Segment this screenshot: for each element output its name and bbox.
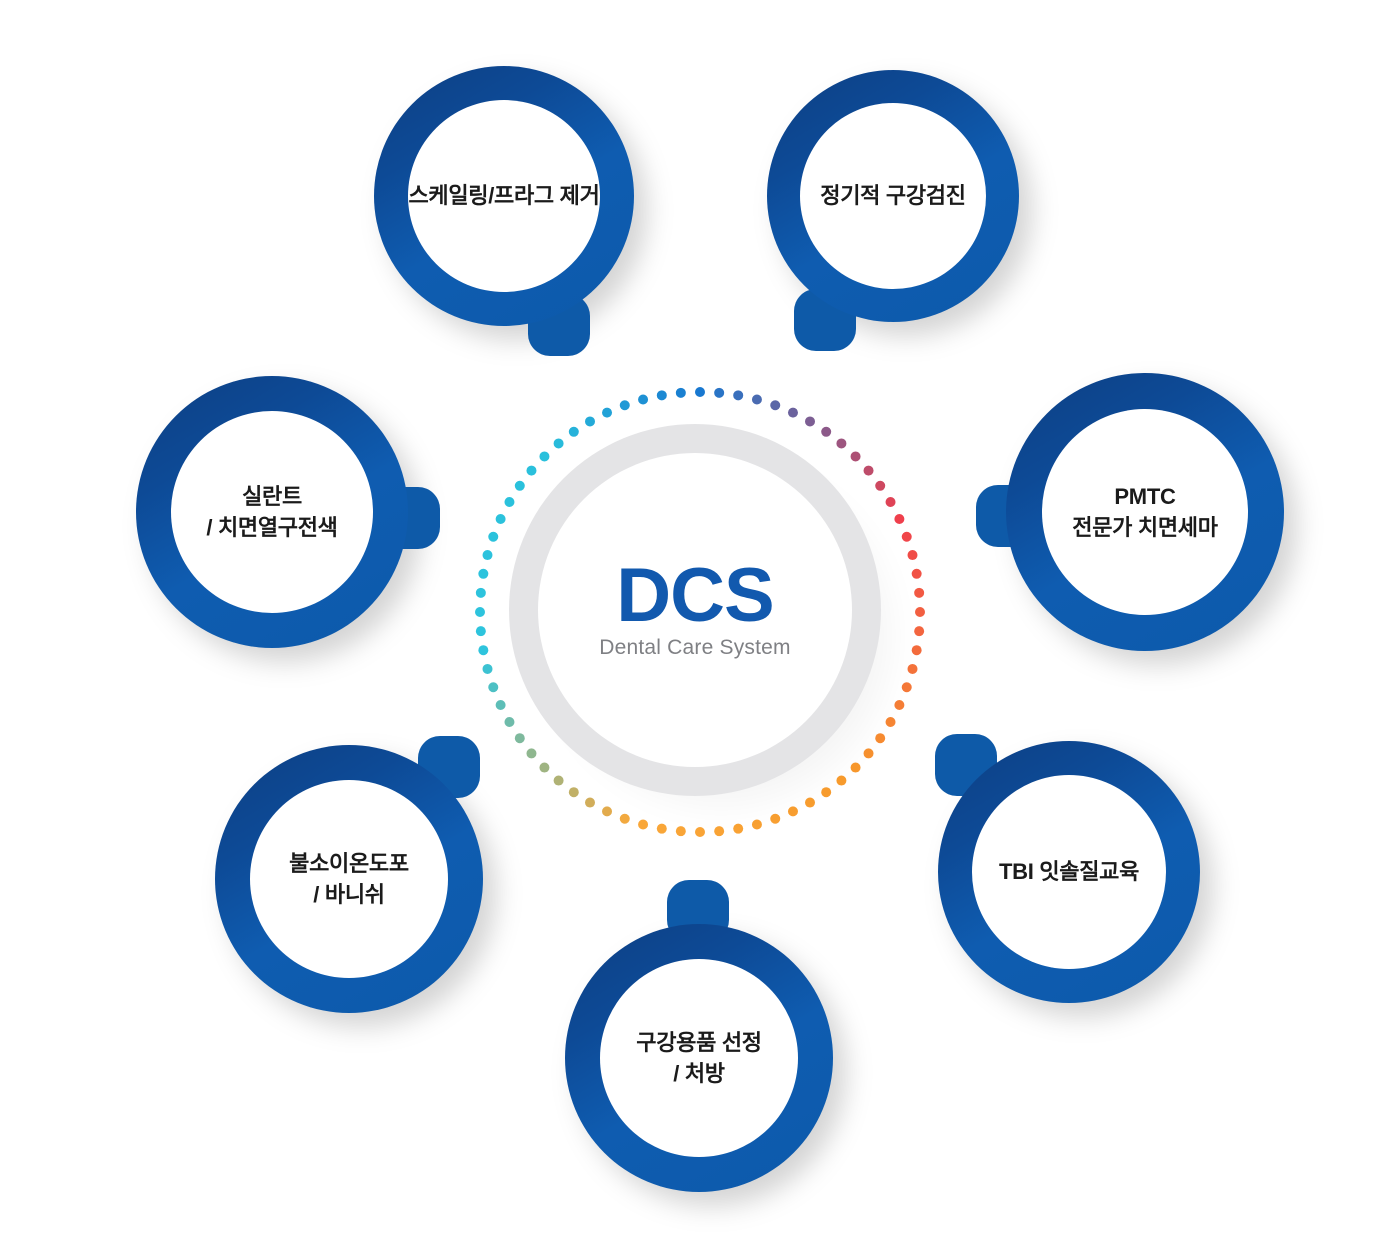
ring-dot [695, 827, 705, 837]
ring-dot [478, 568, 489, 579]
ring-dot [751, 819, 762, 830]
ring-dot [553, 775, 564, 786]
service-node-fluoride[interactable]: 불소이온도포 / 바니쉬 [215, 736, 496, 1027]
ring-dot [770, 813, 781, 824]
ring-dot [482, 550, 493, 561]
ring-dot [911, 645, 922, 656]
ring-dot [907, 550, 918, 561]
ring-dot [695, 387, 705, 397]
ring-dot [495, 514, 506, 525]
ring-dot [675, 387, 686, 398]
ring-dot [821, 426, 832, 437]
ring-dot [619, 813, 630, 824]
logo-subtitle: Dental Care System [599, 636, 791, 660]
service-node-tbi[interactable]: TBI 잇솔질교육 [935, 734, 1213, 1017]
ring-dot [751, 394, 762, 405]
ring-dot [568, 787, 579, 798]
ring-dot [619, 400, 630, 411]
ring-dot [675, 826, 686, 837]
ring-dot [787, 407, 798, 418]
service-node-sealant[interactable]: 실란트 / 치면열구전색 [136, 376, 440, 662]
ring-dot [514, 480, 525, 491]
ring-dot [714, 387, 725, 398]
ring-dot [914, 626, 925, 637]
ring-dot [526, 748, 537, 759]
ring-dot [714, 826, 725, 837]
node-core: PMTC 전문가 치면세마 [1042, 409, 1248, 615]
ring-dot [875, 480, 886, 491]
ring-dot [526, 465, 537, 476]
ring-dot [911, 568, 922, 579]
ring-dot [475, 607, 485, 617]
ring-dot [638, 819, 649, 830]
node-core: 구강용품 선정 / 처방 [600, 959, 798, 1157]
node-label: 구강용품 선정 / 처방 [636, 1029, 762, 1086]
node-label: 스케일링/프라그 제거 [408, 183, 600, 209]
node-core: 정기적 구강검진 [800, 103, 986, 289]
ring-dot [770, 400, 781, 411]
ring-dot [488, 682, 499, 693]
ring-dot [602, 407, 613, 418]
logo-title: DCS [616, 552, 774, 638]
ring-dot [915, 607, 925, 617]
ring-dot [475, 626, 486, 637]
ring-dot [482, 663, 493, 674]
ring-dot [656, 823, 667, 834]
node-label: PMTC 전문가 치면세마 [1072, 483, 1218, 540]
node-label: 불소이온도포 / 바니쉬 [289, 850, 409, 907]
ring-dot [553, 438, 564, 449]
node-core: 불소이온도포 / 바니쉬 [250, 780, 448, 978]
ring-dot [894, 514, 905, 525]
node-core: 스케일링/프라그 제거 [408, 100, 600, 292]
ring-dot [805, 416, 815, 427]
ring-dot [914, 587, 925, 598]
ring-dot [894, 699, 905, 710]
ring-dot [863, 465, 874, 476]
ring-dot [885, 497, 896, 507]
ring-dot [585, 797, 595, 808]
ring-dot [836, 438, 847, 449]
ring-dot [901, 682, 912, 693]
ring-dot [539, 451, 550, 462]
ring-dot [733, 390, 744, 401]
hub-logo-disc: DCS Dental Care System [538, 453, 852, 767]
ring-dot [504, 717, 515, 727]
node-label: 실란트 / 치면열구전색 [206, 483, 338, 540]
ring-dot [656, 390, 667, 401]
ring-dot [514, 733, 525, 744]
node-core: 실란트 / 치면열구전색 [171, 411, 373, 613]
node-label: 정기적 구강검진 [820, 183, 966, 209]
ring-dot [495, 699, 506, 710]
ring-dot [901, 531, 912, 542]
ring-dot [475, 587, 486, 598]
ring-dot [602, 806, 613, 817]
ring-dot [539, 762, 550, 773]
node-label: TBI 잇솔질교육 [998, 859, 1140, 885]
service-node-checkup[interactable]: 정기적 구강검진 [767, 70, 1032, 351]
ring-dot [850, 451, 861, 462]
ring-dot [733, 823, 744, 834]
service-node-pmtc[interactable]: PMTC 전문가 치면세마 [976, 373, 1297, 665]
ring-dot [907, 663, 918, 674]
service-node-scaling[interactable]: 스케일링/프라그 제거 [374, 66, 647, 356]
service-node-oral-products[interactable]: 구강용품 선정 / 처방 [565, 880, 846, 1206]
ring-dot [488, 531, 499, 542]
ring-dot [638, 394, 649, 405]
ring-dot [585, 416, 595, 427]
ring-dot [568, 426, 579, 437]
ring-dot [504, 497, 515, 507]
ring-dot [478, 645, 489, 656]
node-core: TBI 잇솔질교육 [972, 775, 1166, 969]
